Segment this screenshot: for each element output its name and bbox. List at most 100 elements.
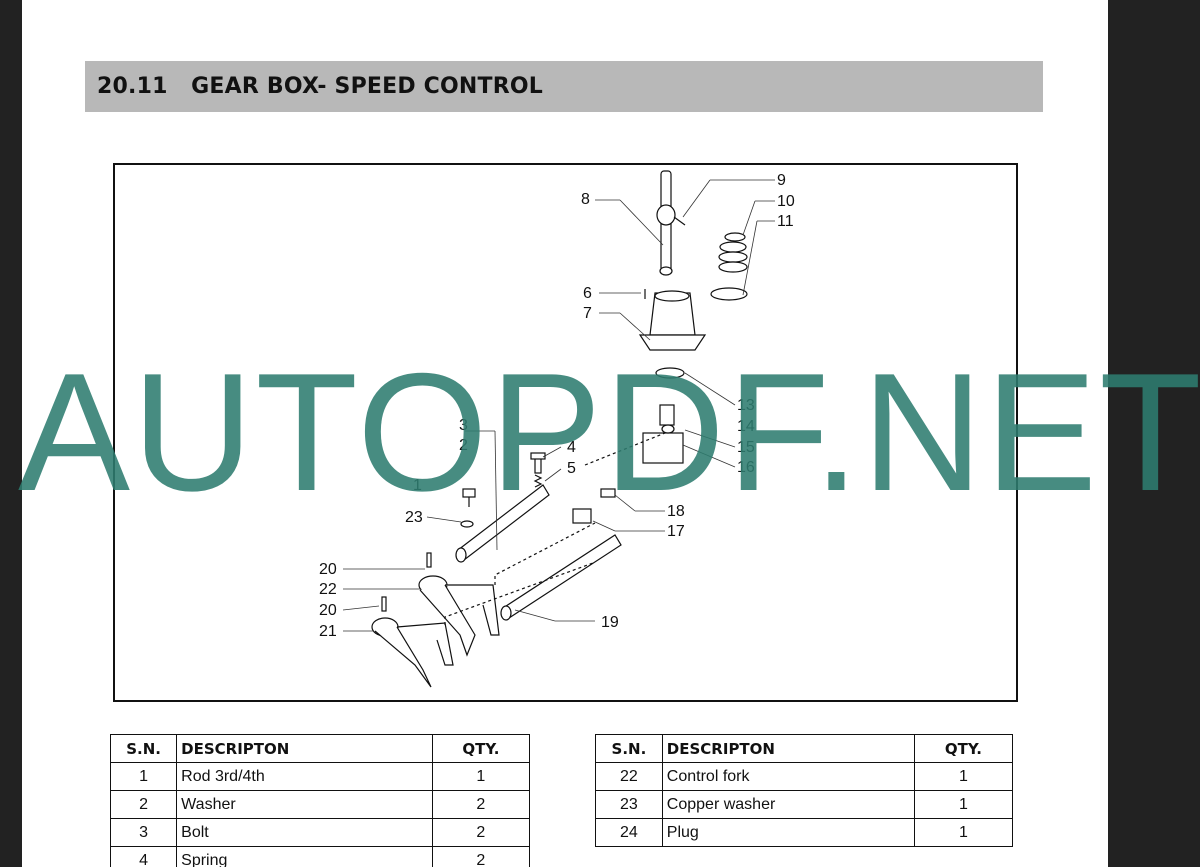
svg-text:8: 8	[581, 191, 590, 208]
callout-label: 3	[459, 417, 468, 434]
table-row: 4 Spring 2	[109, 846, 531, 867]
callout-label: 18	[667, 503, 685, 520]
callout-label: 13	[737, 397, 755, 414]
callout-label: 10	[777, 193, 795, 210]
section-title-text: GEAR BOX- SPEED CONTROL	[191, 74, 544, 99]
cell-description: Washer	[176, 790, 433, 819]
watermark: AUTOPDF.NET	[18, 338, 1200, 526]
svg-text:4: 4	[567, 439, 576, 456]
callout-label: 2	[459, 437, 468, 454]
callout-label: 6	[583, 285, 592, 302]
svg-text:1: 1	[413, 477, 422, 494]
table-row: 24 Plug 1	[595, 818, 1014, 847]
svg-text:21: 21	[319, 623, 337, 640]
section-number: 20.11	[97, 74, 168, 99]
cell-description: Plug	[661, 818, 915, 847]
table-row: 23 Copper washer 1	[595, 790, 1014, 819]
manual-page: 20.11 GEAR BOX- SPEED CONTROL	[22, 0, 1108, 867]
cell-sn: 2	[109, 790, 178, 819]
svg-text:10: 10	[777, 193, 795, 210]
svg-text:9: 9	[777, 172, 786, 189]
cell-sn: 4	[109, 846, 178, 867]
column-header: S.N.	[109, 734, 178, 763]
gear-lever-part	[656, 170, 686, 276]
cell-description: Copper washer	[661, 790, 915, 819]
cell-qty: 1	[913, 762, 1014, 791]
column-header: DESCRIPTON	[661, 734, 915, 763]
cell-description: Control fork	[661, 762, 915, 791]
callout-label: 1	[413, 477, 422, 494]
cell-qty: 2	[431, 818, 531, 847]
callout-label: 14	[737, 418, 755, 435]
table-row: 1 Rod 3rd/4th 1	[109, 762, 531, 791]
hose-clamp-part	[710, 287, 748, 301]
table-row: 2 Washer 2	[109, 790, 531, 819]
roll-pin-part	[426, 552, 432, 568]
lever-housing-part	[638, 290, 707, 351]
svg-text:22: 22	[319, 581, 337, 598]
bolt-part	[462, 488, 476, 507]
table-row: 3 Bolt 2	[109, 818, 531, 847]
long-rod-part	[500, 534, 622, 621]
table-header-row: S.N. DESCRIPTON QTY.	[109, 734, 531, 763]
callout-label: 17	[667, 523, 685, 540]
callout-label: 8	[581, 191, 590, 208]
svg-text:17: 17	[667, 523, 685, 540]
cell-qty: 2	[431, 846, 531, 867]
rubber-boot-part	[718, 232, 748, 273]
viewer-background	[1108, 0, 1200, 867]
svg-text:20: 20	[319, 602, 337, 619]
diagram-drawing: 9 8 10 11 6 7 13 3 4 2 14 15 16 5 1 18 2…	[319, 170, 795, 688]
cell-qty: 2	[431, 790, 531, 819]
cell-sn: 1	[109, 762, 178, 791]
cell-qty: 1	[913, 790, 1014, 819]
callout-label: 20	[319, 602, 337, 619]
callout-label: 20	[319, 561, 337, 578]
svg-text:18: 18	[667, 503, 685, 520]
callout-label: 21	[319, 623, 337, 640]
callout-label: 9	[777, 172, 786, 189]
cell-description: Rod 3rd/4th	[176, 762, 433, 791]
cell-sn: 3	[109, 818, 178, 847]
control-fork-part	[418, 575, 500, 657]
shift-rod-part	[455, 484, 550, 563]
parts-table-right: S.N. DESCRIPTON QTY. 22 Control fork 1 2…	[595, 734, 1014, 847]
pin-part	[600, 488, 616, 498]
shift-fork-part	[371, 617, 454, 688]
column-header: QTY.	[431, 734, 531, 763]
callout-label: 4	[567, 439, 576, 456]
svg-text:13: 13	[737, 397, 755, 414]
exploded-parts-diagram: 9 8 10 11 6 7 13 3 4 2 14 15 16 5 1 18 2…	[113, 163, 1018, 702]
shifter-block-part	[642, 404, 684, 464]
table-header-row: S.N. DESCRIPTON QTY.	[595, 734, 1014, 763]
cell-sn: 22	[595, 762, 663, 791]
callout-label: 5	[567, 460, 576, 477]
svg-text:5: 5	[567, 460, 576, 477]
roll-pin-part	[381, 596, 387, 612]
cell-qty: 1	[431, 762, 531, 791]
callout-label: 15	[737, 439, 755, 456]
o-ring-part	[655, 367, 685, 379]
callout-label: 22	[319, 581, 337, 598]
svg-text:20: 20	[319, 561, 337, 578]
column-header: QTY.	[913, 734, 1014, 763]
callout-label: 11	[777, 213, 794, 230]
callout-label: 23	[405, 509, 423, 526]
bolt-spring-part	[530, 452, 546, 488]
callout-label: 19	[601, 614, 619, 631]
cell-sn: 23	[595, 790, 663, 819]
svg-text:23: 23	[405, 509, 423, 526]
table-row: 22 Control fork 1	[595, 762, 1014, 791]
svg-text:14: 14	[737, 418, 755, 435]
svg-text:7: 7	[583, 305, 592, 322]
column-header: S.N.	[595, 734, 663, 763]
svg-text:15: 15	[737, 439, 755, 456]
callout-label: 7	[583, 305, 592, 322]
svg-text:19: 19	[601, 614, 619, 631]
svg-text:11: 11	[777, 213, 794, 230]
plate-part	[572, 508, 592, 524]
cell-qty: 1	[913, 818, 1014, 847]
cell-description: Bolt	[176, 818, 433, 847]
parts-table-left: S.N. DESCRIPTON QTY. 1 Rod 3rd/4th 1 2 W…	[109, 734, 531, 867]
column-header: DESCRIPTON	[176, 734, 433, 763]
